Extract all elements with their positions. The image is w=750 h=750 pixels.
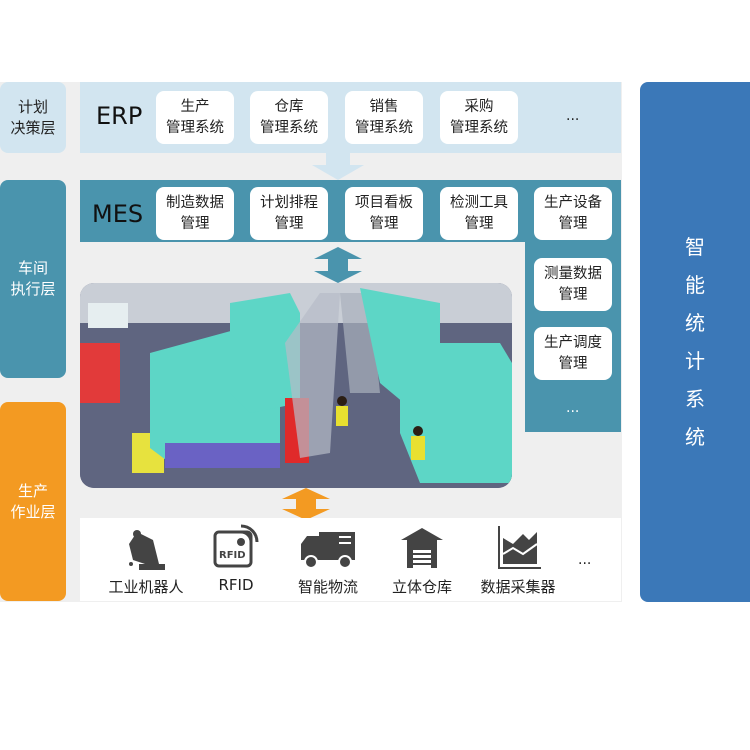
device-label: 立体仓库 — [391, 578, 452, 596]
devices-more: ... — [578, 552, 592, 568]
mes-inspection-tools[interactable]: 检测工具 管理 — [440, 187, 518, 240]
devices-row: 工业机器人 RFID RFID 智能物流 立体仓库 数据采集器 — [100, 524, 568, 597]
mes-measurement-data[interactable]: 测量数据 管理 — [534, 258, 612, 311]
erp-warehouse[interactable]: 仓库 管理系统 — [250, 91, 328, 144]
layer-planning: 计划 决策层 — [0, 82, 66, 153]
device-label: RFID — [218, 576, 254, 594]
warehouse-icon — [401, 528, 443, 568]
rfid-icon: RFID — [213, 524, 259, 568]
mes-dispatch[interactable]: 生产调度 管理 — [534, 327, 612, 380]
svg-text:RFID: RFID — [219, 550, 246, 561]
device-data-collector[interactable]: 数据采集器 — [468, 524, 568, 597]
factory-scene-image — [80, 283, 512, 488]
mes-more: ... — [566, 400, 580, 416]
device-rfid[interactable]: RFID RFID — [192, 524, 280, 597]
device-robot[interactable]: 工业机器人 — [100, 524, 192, 597]
chart-icon — [498, 526, 541, 569]
mes-manufacturing-data[interactable]: 制造数据 管理 — [156, 187, 234, 240]
layer-production: 生产 作业层 — [0, 402, 66, 601]
mes-equipment[interactable]: 生产设备 管理 — [534, 187, 612, 240]
device-label: 工业机器人 — [108, 578, 184, 596]
device-label: 数据采集器 — [480, 578, 556, 596]
erp-purchase[interactable]: 采购 管理系统 — [440, 91, 518, 144]
smart-statistics-system: 智 能 统 计 系 统 — [640, 82, 750, 602]
double-arrow-icon — [314, 247, 362, 283]
device-warehouse[interactable]: 立体仓库 — [376, 524, 468, 597]
robot-arm-icon — [129, 530, 165, 570]
mes-scheduling[interactable]: 计划排程 管理 — [250, 187, 328, 240]
device-label: 智能物流 — [297, 578, 358, 596]
truck-icon — [301, 532, 355, 569]
erp-sales[interactable]: 销售 管理系统 — [345, 91, 423, 144]
mes-kanban[interactable]: 项目看板 管理 — [345, 187, 423, 240]
arrow-down-icon — [312, 153, 364, 180]
device-logistics[interactable]: 智能物流 — [280, 524, 376, 597]
layer-workshop: 车间 执行层 — [0, 180, 66, 378]
double-arrow-orange-icon — [282, 488, 330, 520]
erp-production[interactable]: 生产 管理系统 — [156, 91, 234, 144]
erp-title: ERP — [96, 102, 143, 130]
mes-title: MES — [92, 200, 144, 228]
erp-more: ... — [566, 108, 580, 124]
